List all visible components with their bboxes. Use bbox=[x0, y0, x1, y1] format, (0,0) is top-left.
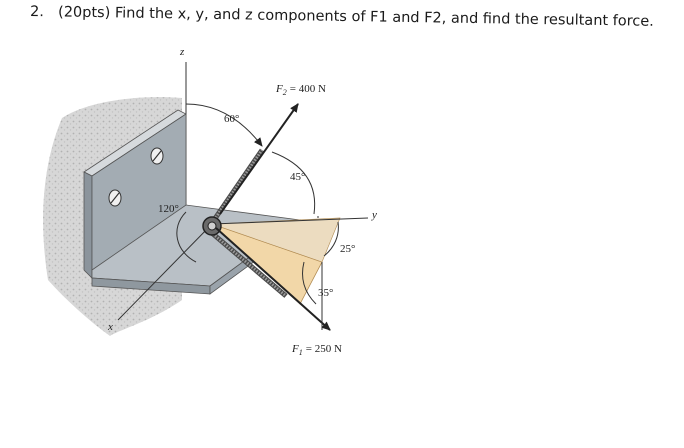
x-axis bbox=[117, 223, 213, 321]
force-f1-arrow bbox=[215, 227, 331, 331]
z-axis-label: z bbox=[179, 46, 185, 58]
force-f1-subscript: 1 bbox=[299, 348, 303, 357]
force-f2-value: = 400 N bbox=[290, 83, 326, 95]
bolt-upper bbox=[150, 147, 164, 165]
angle-60-arc bbox=[185, 103, 263, 147]
force-f1-label: F1= 250 N bbox=[291, 343, 342, 357]
force-f2-symbol: F bbox=[275, 83, 283, 95]
f1-plane-shade bbox=[211, 217, 341, 263]
y-axis bbox=[211, 217, 369, 225]
eye-bolt-inner bbox=[207, 221, 217, 231]
angle-120-label: 120° bbox=[158, 203, 179, 215]
angle-45-arc bbox=[271, 151, 316, 215]
angle-25-label: 25° bbox=[340, 243, 355, 255]
angle-120-arc bbox=[176, 211, 197, 263]
angle-60-label: 60° bbox=[224, 113, 239, 125]
y-axis-label: y bbox=[371, 209, 377, 221]
bolt-lower bbox=[108, 189, 122, 207]
angle-25-arc bbox=[323, 221, 339, 257]
x-axis-label: x bbox=[107, 321, 113, 333]
force-f1-symbol: F bbox=[291, 343, 299, 355]
force-f2-subscript: 2 bbox=[283, 88, 287, 97]
force-f1-value: = 250 N bbox=[306, 343, 342, 355]
force-f2-arrow bbox=[219, 103, 299, 215]
force-f2-label: F2= 400 N bbox=[275, 83, 326, 97]
angle-45-label: 45° bbox=[290, 171, 305, 183]
angle-35-arc bbox=[302, 261, 317, 305]
threaded-rod bbox=[204, 148, 288, 298]
angle-35-label: 35° bbox=[318, 287, 333, 299]
